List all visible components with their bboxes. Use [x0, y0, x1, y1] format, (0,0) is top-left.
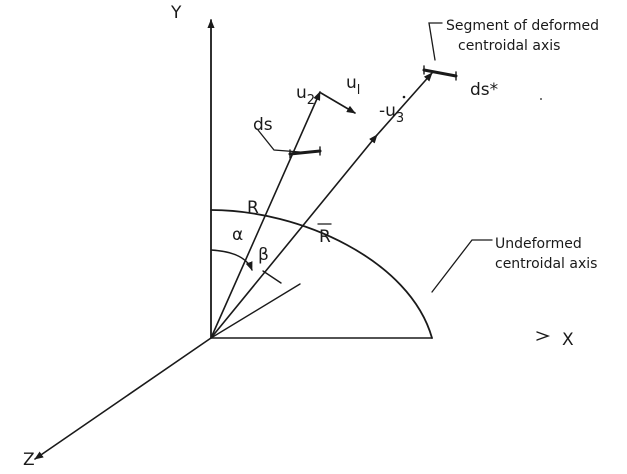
ds-label: ds [253, 115, 273, 135]
u2-subscript: 2 [307, 93, 315, 108]
u1-symbol: u [346, 73, 357, 93]
u1-subscript: l [357, 83, 361, 98]
vector-u1 [320, 92, 356, 114]
undeformed-leader-line [431, 239, 493, 293]
R-label: R [247, 198, 259, 218]
segment-annotation-line2: centroidal axis [458, 38, 560, 54]
minus-u3-label: -u3 [379, 101, 404, 126]
minus-u3-subscript: 3 [396, 111, 404, 126]
z-axis-label: Z [23, 450, 35, 469]
R-bar-label: R [319, 227, 331, 247]
x-axis-arrow-icon [536, 331, 551, 341]
ds-element [288, 149, 322, 156]
alpha-angle-arc [210, 249, 253, 271]
z-axis [34, 337, 212, 460]
vector-minus-u3 [376, 72, 433, 136]
minus-u3-symbol: -u [379, 101, 396, 121]
undeformed-annotation-line2: centroidal axis [495, 256, 597, 272]
in-plane-projection-line [210, 283, 301, 339]
segment-annotation-line1: Segment of deformed [446, 18, 599, 34]
vector-R [210, 91, 321, 339]
u1-label: ul [346, 73, 360, 98]
ds-star-element [422, 68, 458, 78]
ds-star-label: ds* [470, 80, 498, 100]
segment-leader-line [428, 22, 443, 61]
u2-label: u2 [296, 83, 315, 108]
x-axis-label: X [562, 330, 574, 350]
u2-symbol: u [296, 83, 307, 103]
y-axis-label: Y [170, 3, 182, 23]
ds-leader-line [257, 129, 301, 153]
alpha-label: α [232, 225, 243, 245]
undeformed-annotation-line1: Undeformed [495, 236, 582, 252]
stray-dot [540, 98, 542, 100]
undeformed-centroidal-axis-arc [210, 209, 433, 339]
vector-R-bar [210, 134, 378, 339]
beta-label: β [258, 245, 269, 265]
beta-angle-arc [262, 270, 282, 284]
deformed-axis-dot [402, 95, 406, 99]
